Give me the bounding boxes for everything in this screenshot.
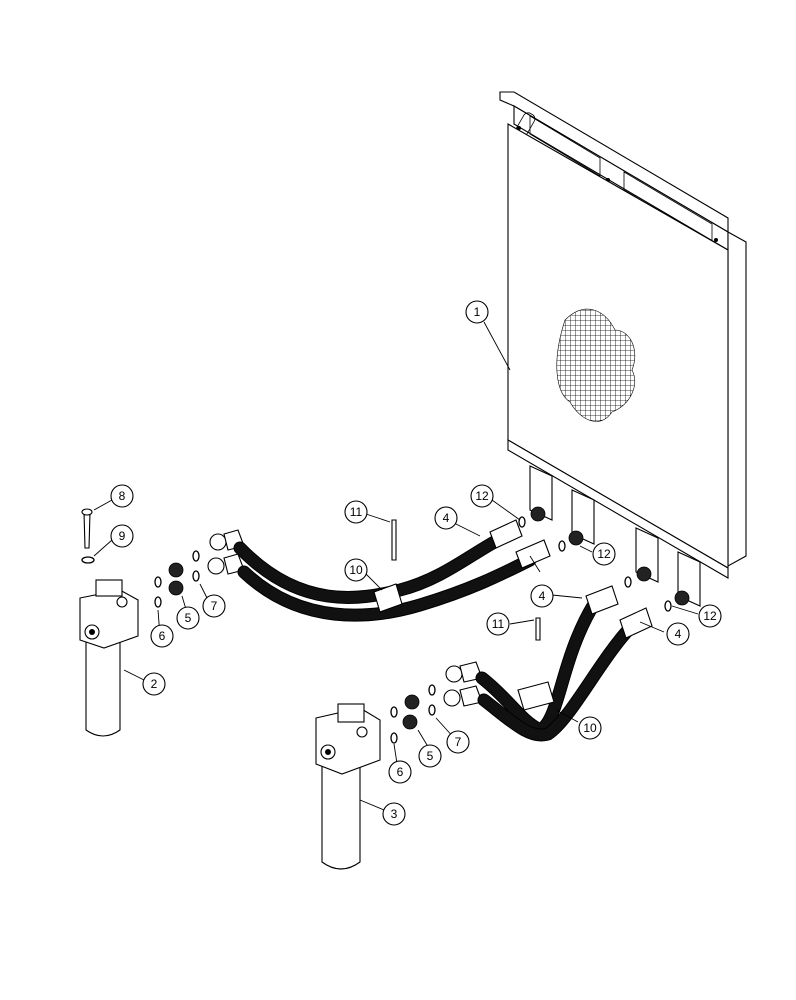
callout-7-left: 7 (202, 594, 226, 618)
callouts: 1 2 3 4 4 4 5 5 6 6 7 7 8 9 10 10 11 11 … (110, 300, 722, 826)
svg-text:12: 12 (703, 609, 717, 623)
hose-assemblies (233, 519, 653, 742)
cooler-port-fittings (518, 506, 690, 612)
svg-text:6: 6 (397, 765, 404, 779)
callout-3: 3 (382, 802, 406, 826)
svg-text:12: 12 (475, 489, 489, 503)
svg-text:4: 4 (539, 589, 546, 603)
callout-5-left: 5 (176, 606, 200, 630)
svg-text:8: 8 (119, 489, 126, 503)
callout-5-right: 5 (418, 744, 442, 768)
callout-6-right: 6 (388, 760, 412, 784)
callout-4-right: 4 (666, 622, 690, 646)
filter-assembly-left (79, 579, 139, 737)
svg-text:4: 4 (675, 627, 682, 641)
callout-1: 1 (465, 300, 489, 324)
svg-text:12: 12 (597, 547, 611, 561)
svg-text:10: 10 (349, 563, 363, 577)
callout-8: 8 (110, 484, 134, 508)
callout-6-left: 6 (150, 624, 174, 648)
callout-12-middle: 12 (592, 542, 616, 566)
svg-text:9: 9 (119, 529, 126, 543)
svg-text:11: 11 (350, 505, 363, 519)
callout-12-right: 12 (698, 604, 722, 628)
callout-2: 2 (142, 672, 166, 696)
fittings-left (81, 508, 245, 608)
callout-11-upper: 11 (344, 500, 368, 524)
svg-text:2: 2 (151, 677, 158, 691)
svg-text:5: 5 (427, 749, 434, 763)
svg-text:5: 5 (185, 611, 192, 625)
svg-text:3: 3 (391, 807, 398, 821)
svg-text:11: 11 (492, 617, 505, 631)
svg-text:10: 10 (583, 721, 597, 735)
callout-7-right: 7 (446, 730, 470, 754)
callout-9: 9 (110, 524, 134, 548)
svg-text:6: 6 (159, 629, 166, 643)
callout-10-right: 10 (578, 716, 602, 740)
callout-12-upper: 12 (470, 484, 494, 508)
oil-cooler (499, 91, 747, 607)
callout-4-upper: 4 (434, 506, 458, 530)
svg-text:1: 1 (474, 305, 481, 319)
svg-text:4: 4 (443, 511, 450, 525)
svg-text:7: 7 (211, 599, 218, 613)
callout-11-lower: 11 (486, 612, 510, 636)
callout-4-middle: 4 (530, 584, 554, 608)
filter-assembly-right (315, 703, 381, 870)
leader-lines (93, 321, 699, 811)
callout-10-left: 10 (344, 558, 368, 582)
svg-text:7: 7 (455, 735, 462, 749)
